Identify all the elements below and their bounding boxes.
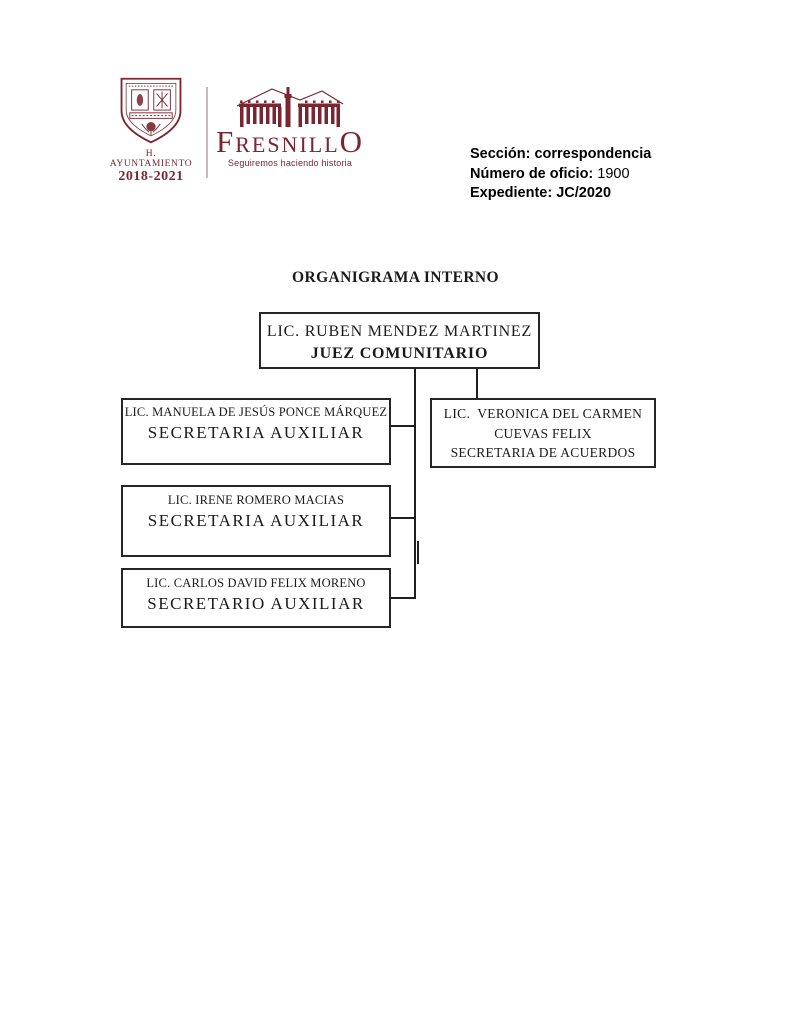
org-node-name: LIC. IRENE ROMERO MACIAS [167, 493, 345, 507]
meta-expediente-value: JC/2020 [556, 185, 612, 201]
org-node-name: LIC. MANUELA DE JESÚS PONCE MÁRQUEZ [124, 405, 388, 419]
logo-divider [206, 87, 208, 178]
meta-oficio: Número de oficio: 1900 [470, 165, 651, 185]
connector-vertical-main [414, 369, 416, 599]
connector-stub-secretaria-auxiliar-2 [390, 517, 416, 519]
fresnillo-wordmark: FRESNILLO [214, 126, 366, 157]
org-node-name-line1: LIC. VERONICA DEL CARMEN [443, 406, 643, 421]
org-node-juez-comunitario: LIC. RUBEN MENDEZ MARTINEZ JUEZ COMUNITA… [259, 312, 540, 369]
org-node-secretaria-auxiliar-1: LIC. MANUELA DE JESÚS PONCE MÁRQUEZ SECR… [121, 398, 391, 465]
page-title: ORGANIGRAMA INTERNO [292, 269, 499, 286]
org-node-name-line2: CUEVAS FELIX [494, 425, 592, 441]
org-node-role: SECRETARIA DE ACUERDOS [450, 445, 636, 461]
org-node-secretario-auxiliar: LIC. CARLOS DAVID FELIX MORENO SECRETARI… [121, 568, 391, 628]
meta-expediente-label: Expediente: [470, 185, 553, 201]
wordmark-final: O [339, 124, 365, 159]
meta-seccion-label: Sección: [470, 146, 531, 162]
org-node-role: SECRETARIA AUXILIAR [147, 422, 365, 442]
org-node-role: JUEZ COMUNITARIO [310, 345, 489, 363]
connector-artifact-segment [417, 541, 419, 564]
meta-seccion: Sección: correspondencia [470, 145, 651, 165]
org-node-role: SECRETARIO AUXILIAR [147, 593, 365, 613]
coat-of-arms-years: 2018-2021 [118, 169, 184, 184]
meta-oficio-value: 1900 [597, 165, 630, 182]
coat-of-arms-logo: H. AYUNTAMIENTO 2018-2021 [108, 76, 194, 185]
connector-stub-secretaria-auxiliar-1 [390, 425, 416, 427]
wordmark-initial: F [215, 124, 236, 159]
document-meta-block: Sección: correspondencia Número de ofici… [470, 145, 651, 204]
org-node-name: LIC. CARLOS DAVID FELIX MORENO [146, 576, 366, 590]
wordmark-middle: RESNILL [235, 132, 340, 157]
meta-seccion-value: correspondencia [534, 146, 652, 162]
org-node-role: SECRETARIA AUXILIAR [147, 510, 365, 530]
coat-of-arms-caption: H. AYUNTAMIENTO [109, 149, 193, 169]
connector-stub-secretario-auxiliar [390, 597, 416, 599]
fresnillo-tagline: Seguiremos haciendo historia [227, 158, 353, 168]
fresnillo-logo: FRESNILLO Seguiremos haciendo historia [214, 83, 366, 168]
org-node-name: LIC. RUBEN MENDEZ MARTINEZ [266, 323, 533, 340]
coat-of-arms-icon [120, 77, 182, 144]
meta-oficio-label: Número de oficio: [470, 165, 594, 182]
monument-icon [236, 87, 344, 127]
org-node-secretaria-auxiliar-2: LIC. IRENE ROMERO MACIAS SECRETARIA AUXI… [121, 485, 391, 557]
connector-vertical-acuerdos [476, 369, 478, 398]
meta-expediente: Expediente: JC/2020 [470, 184, 651, 204]
org-node-secretaria-de-acuerdos: LIC. VERONICA DEL CARMEN CUEVAS FELIX SE… [430, 398, 656, 468]
